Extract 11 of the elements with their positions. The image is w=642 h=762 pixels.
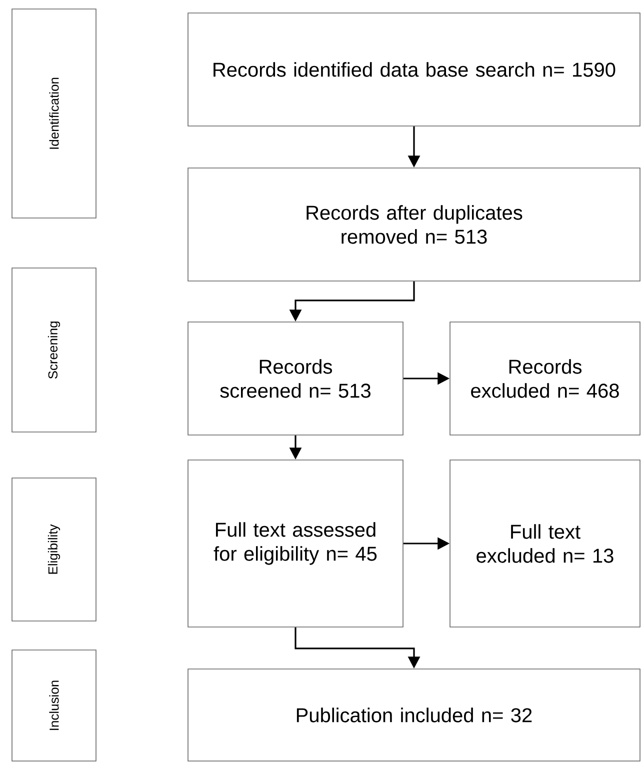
stage-label-box: Inclusion	[12, 650, 96, 762]
process-box: Publication included n= 32	[188, 668, 640, 762]
stage-label-box: Identification	[12, 8, 96, 218]
process-box: Records identified data base search n= 1590	[188, 12, 640, 126]
stage-label-box: Screening	[12, 268, 96, 432]
process-box: Full text excluded n= 13	[450, 460, 640, 628]
process-box: Records screened n= 513	[188, 322, 404, 436]
stage-label-box: Eligibility	[12, 478, 96, 622]
process-box: Records excluded n= 468	[450, 322, 640, 436]
process-box: Full text assessed for eligibility n= 45	[188, 460, 404, 628]
process-box: Records after duplicates removed n= 513	[188, 168, 640, 282]
